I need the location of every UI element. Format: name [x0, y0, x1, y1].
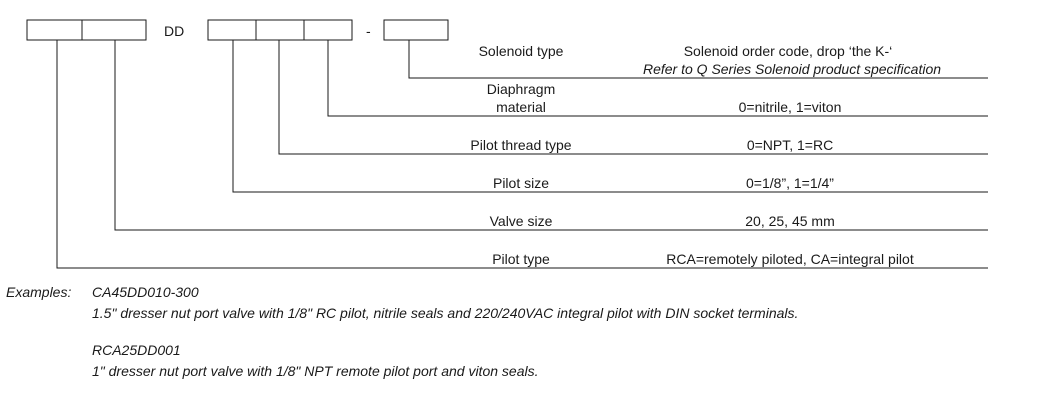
example-1-code: CA45DD010-300: [92, 284, 199, 300]
examples-section: Examples: CA45DD010-300 1.5" dresser nut…: [6, 282, 798, 382]
field-name-pilot-type: Pilot type: [492, 251, 550, 267]
field-desc-pilot-thread-type: 0=NPT, 1=RC: [747, 137, 833, 153]
field-name-diaphragm-line1: Diaphragm: [487, 81, 555, 97]
field-desc-pilot-type: RCA=remotely piloted, CA=integral pilot: [666, 251, 914, 267]
example-1-description: 1.5" dresser nut port valve with 1/8" RC…: [92, 305, 799, 321]
code-prefix-label: DD: [164, 23, 184, 39]
example-2-description: 1" dresser nut port valve with 1/8" NPT …: [92, 363, 539, 379]
leader-valve-size: [114, 40, 988, 231]
example-2-code: RCA25DD001: [92, 342, 181, 358]
code-separator: -: [366, 23, 371, 39]
code-box-valve-size: [81, 19, 147, 41]
leader-solenoid-type: [408, 40, 988, 79]
field-name-diaphragm-line2: material: [496, 99, 546, 115]
leader-pilot-type: [56, 40, 988, 269]
code-box-pilot-size: [207, 19, 257, 41]
field-name-solenoid-type: Solenoid type: [479, 43, 564, 59]
field-desc-valve-size: 20, 25, 45 mm: [745, 213, 835, 229]
code-box-pilot-type: [26, 19, 83, 41]
leader-pilot-size: [232, 40, 988, 193]
order-code-diagram: DD - Solenoid type Diaphragm material Pi…: [26, 19, 988, 269]
field-name-pilot-size: Pilot size: [493, 175, 549, 191]
field-desc-solenoid-type: Solenoid order code, drop ‘the K-‘: [684, 43, 893, 59]
examples-label: Examples:: [6, 284, 72, 300]
field-desc-diaphragm-material: 0=nitrile, 1=viton: [739, 99, 842, 115]
code-box-solenoid: [383, 19, 449, 41]
code-box-pilot-thread: [255, 19, 305, 41]
field-name-pilot-thread-type: Pilot thread type: [470, 137, 571, 153]
leader-pilot-thread-type: [278, 40, 988, 155]
field-name-valve-size: Valve size: [490, 213, 553, 229]
code-box-diaphragm: [303, 19, 353, 41]
field-desc-pilot-size: 0=1/8”, 1=1/4”: [746, 175, 834, 191]
example-1-header: Examples: CA45DD010-300: [6, 282, 798, 303]
field-note-solenoid-type: Refer to Q Series Solenoid product speci…: [643, 61, 941, 77]
leader-diaphragm-material: [327, 40, 988, 117]
